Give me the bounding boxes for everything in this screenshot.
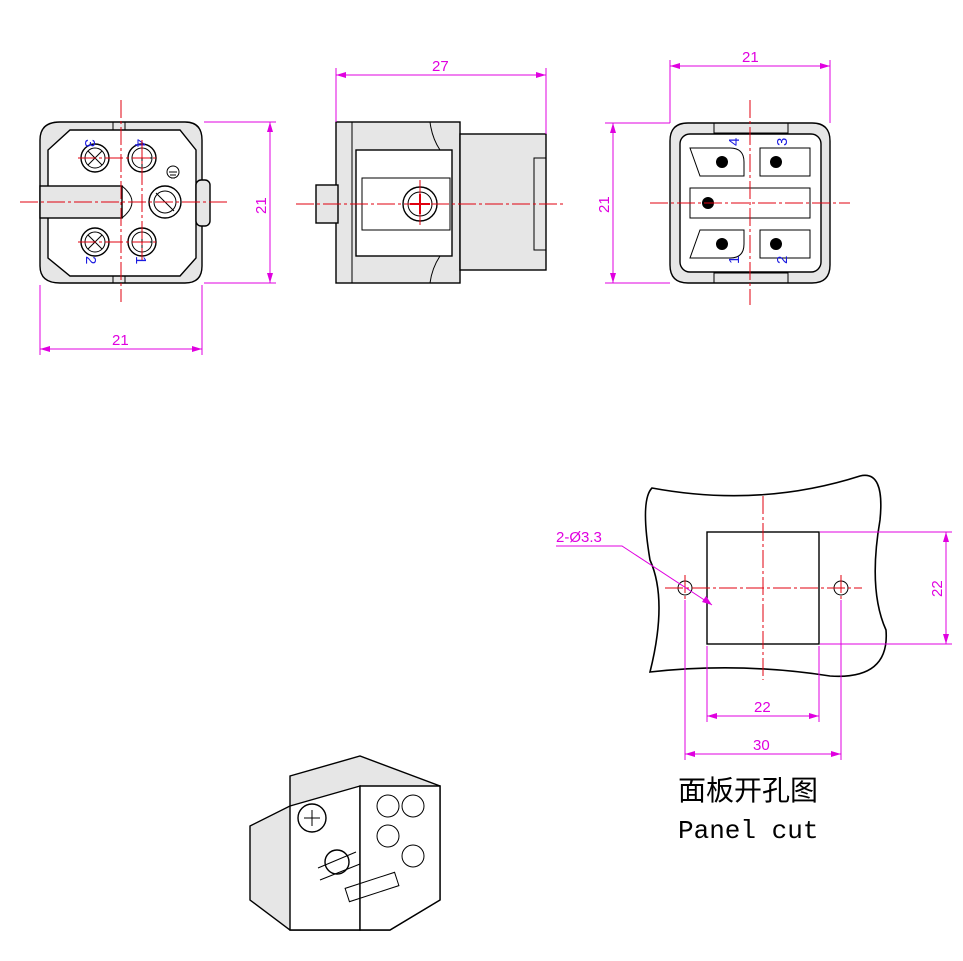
hole-spacing-dimension: 30 [753, 737, 770, 754]
panel-cut-view: 2-Ø3.3 22 22 30 面板开孔图 Panel cut [556, 474, 952, 846]
side-view: 27 [296, 58, 566, 284]
front-height-dimension: 21 [253, 197, 270, 214]
rear-width-dimension: 21 [742, 49, 759, 66]
panel-cut-height-dimension: 22 [929, 580, 946, 597]
panel-cut-width-dimension: 22 [754, 699, 771, 716]
rear-pin-label-2: 2 [774, 256, 791, 264]
caption-chinese: 面板开孔图 [678, 774, 818, 807]
rear-pin-label-4: 4 [726, 138, 743, 146]
front-pin-label-4: 4 [131, 139, 148, 147]
side-length-dimension: 27 [432, 58, 449, 75]
front-width-dimension: 21 [112, 332, 129, 349]
rear-pin-label-1: 1 [726, 256, 743, 264]
front-pin-label-1: 1 [132, 256, 149, 264]
caption-english: Panel cut [678, 816, 818, 846]
hole-diameter-label: 2-Ø3.3 [556, 529, 602, 546]
front-view: 3 4 2 1 21 21 [20, 100, 276, 355]
rear-height-dimension: 21 [596, 196, 613, 213]
front-pin-label-2: 2 [82, 256, 99, 264]
rear-pin-label-3: 3 [774, 138, 791, 146]
isometric-view [249, 755, 441, 931]
rear-view: 4 3 1 2 21 21 [596, 49, 850, 305]
front-pin-label-3: 3 [81, 139, 98, 147]
